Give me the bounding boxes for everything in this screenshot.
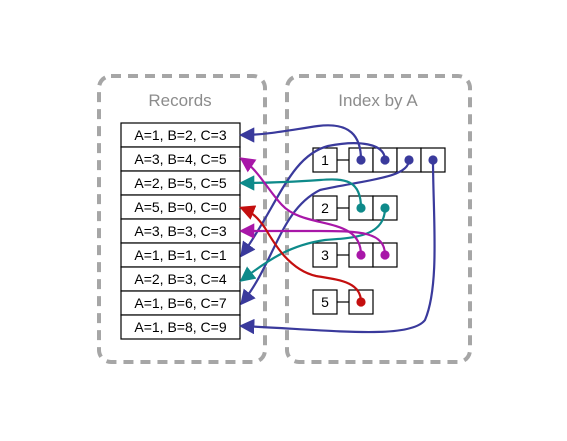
records-table: A=1, B=2, C=3 A=3, B=4, C=5 A=2, B=5, C=… xyxy=(120,122,241,340)
index-key-label: 3 xyxy=(321,247,329,263)
record-label: A=3, B=4, C=5 xyxy=(134,151,226,167)
index-panel-title: Index by A xyxy=(338,91,418,110)
record-row: A=1, B=6, C=7 xyxy=(120,290,241,316)
index-key-label: 5 xyxy=(321,294,329,310)
record-row: A=2, B=5, C=5 xyxy=(120,170,241,196)
pointer-arrow-key1-rec6 xyxy=(240,142,387,258)
pointer-arrow-key5-rec4 xyxy=(239,205,363,303)
record-row: A=1, B=1, C=1 xyxy=(120,242,241,268)
index-key-label: 1 xyxy=(321,152,329,168)
pointer-dot xyxy=(356,203,366,213)
pointer-arrow-key1-rec8 xyxy=(240,159,411,306)
pointer-dot xyxy=(404,155,414,165)
pointer-arrow-key2-rec7 xyxy=(239,207,387,282)
pointer-dot xyxy=(380,155,390,165)
pointer-arrow-key3-rec2 xyxy=(239,157,363,256)
index-key-box xyxy=(312,147,338,173)
pointer-dot xyxy=(428,155,438,165)
index-entry-2: 2 xyxy=(312,195,398,221)
pointer-dot xyxy=(380,250,390,260)
pointer-dot xyxy=(356,297,366,307)
record-label: A=1, B=2, C=3 xyxy=(134,127,226,143)
record-label: A=2, B=3, C=4 xyxy=(134,271,226,287)
pointer-dots xyxy=(356,155,438,307)
pointer-arrow-key1-rec9 xyxy=(238,159,436,335)
record-label: A=3, B=3, C=3 xyxy=(134,223,226,239)
index-key-label: 2 xyxy=(321,200,329,216)
record-label: A=1, B=6, C=7 xyxy=(134,295,226,311)
record-row: A=1, B=2, C=3 xyxy=(120,122,241,148)
record-row: A=3, B=3, C=3 xyxy=(120,218,241,244)
pointer-dot xyxy=(356,250,366,260)
record-label: A=1, B=1, C=1 xyxy=(134,247,226,263)
records-panel-title: Records xyxy=(148,91,211,110)
pointer-arrow-key1-rec1 xyxy=(238,124,363,161)
index-panel: Index by A xyxy=(285,74,472,364)
record-label: A=5, B=0, C=0 xyxy=(134,199,226,215)
record-row: A=5, B=0, C=0 xyxy=(120,194,241,220)
record-label: A=1, B=8, C=9 xyxy=(134,319,226,335)
index-key-box xyxy=(312,195,338,221)
index-entry-3: 3 xyxy=(312,242,398,268)
pointer-dot xyxy=(356,155,366,165)
pointer-dot xyxy=(380,203,390,213)
record-row: A=3, B=4, C=5 xyxy=(120,146,241,172)
index-key-box xyxy=(312,242,338,268)
index-entry-1: 1 xyxy=(312,147,446,173)
record-label: A=2, B=5, C=5 xyxy=(134,175,226,191)
pointer-arrows xyxy=(238,124,436,335)
record-row: A=1, B=8, C=9 xyxy=(120,314,241,340)
record-row: A=2, B=3, C=4 xyxy=(120,266,241,292)
